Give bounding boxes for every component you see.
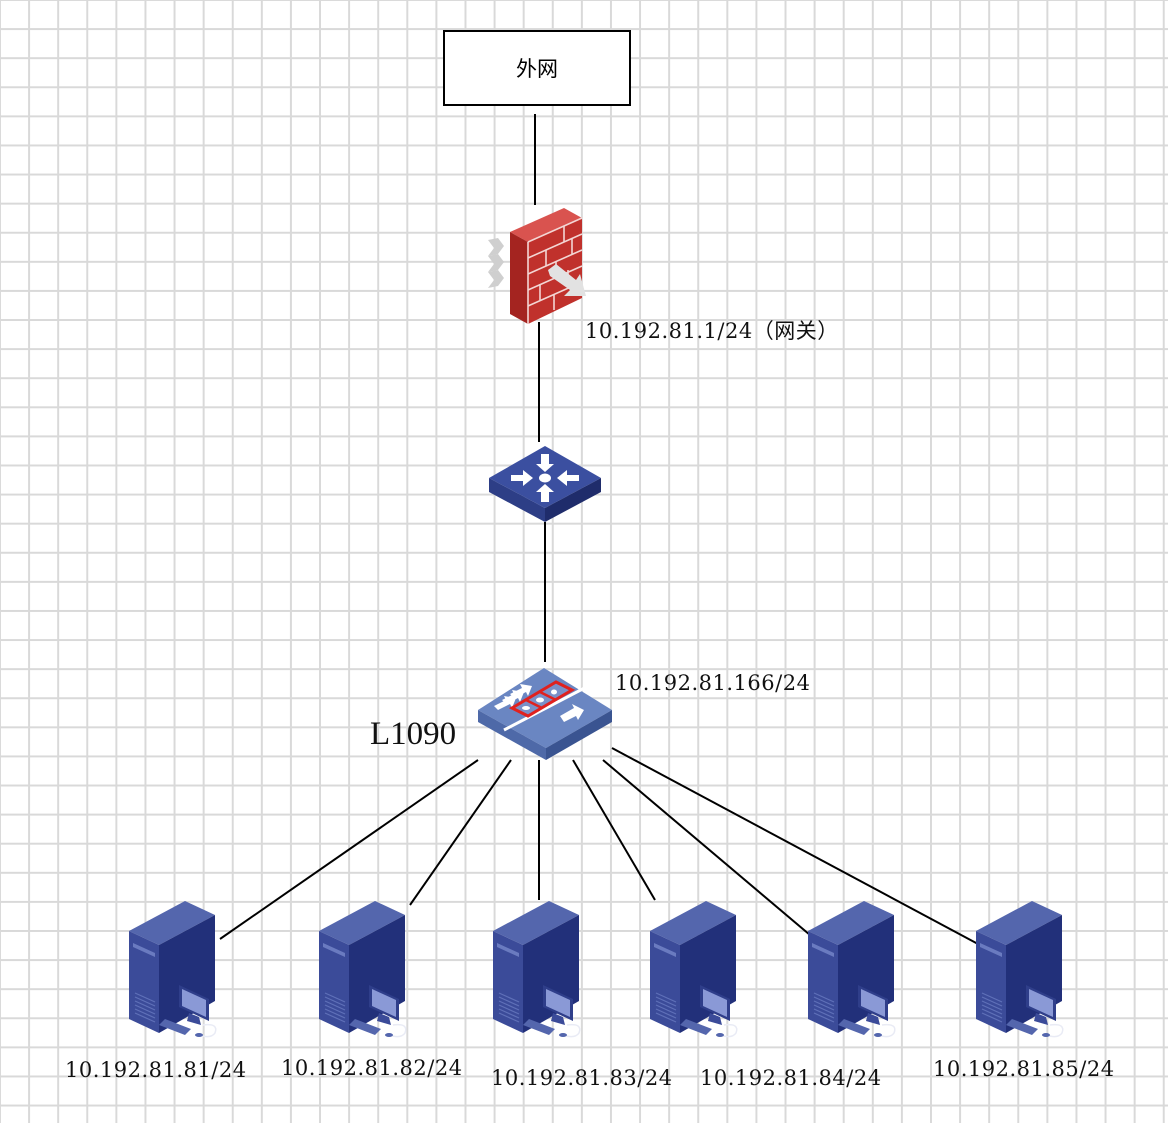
link-access-host-1 bbox=[219, 759, 479, 940]
workstation-icon[interactable] bbox=[648, 901, 748, 1045]
link-access-host-2 bbox=[409, 759, 512, 906]
host-ip-label: 10.192.81.83/24 bbox=[491, 1066, 673, 1090]
host-ip-label: 10.192.81.84/24 bbox=[700, 1066, 882, 1090]
workstation-graphic[interactable] bbox=[974, 901, 1074, 1041]
workstation-graphic[interactable] bbox=[127, 901, 227, 1041]
host-ip-label: 10.192.81.81/24 bbox=[65, 1058, 247, 1082]
workstation-graphic[interactable] bbox=[491, 901, 591, 1041]
layer3-switch-icon[interactable] bbox=[487, 442, 603, 526]
workstation-icon[interactable] bbox=[317, 901, 417, 1045]
workstation-icon[interactable] bbox=[491, 901, 591, 1045]
link-access-host-5 bbox=[602, 759, 811, 936]
workstation-graphic[interactable] bbox=[317, 901, 417, 1041]
wan-label: 外网 bbox=[516, 57, 558, 81]
workstation-graphic[interactable] bbox=[648, 901, 748, 1041]
security-switch-icon[interactable] bbox=[476, 664, 614, 762]
firewall-ip-label: 10.192.81.1/24（网关） bbox=[585, 319, 839, 343]
workstation-icon[interactable] bbox=[974, 901, 1074, 1045]
access-device-ip-label: 10.192.81.166/24 bbox=[615, 671, 811, 695]
link-access-host-4 bbox=[572, 759, 656, 901]
workstation-graphic[interactable] bbox=[806, 901, 906, 1041]
host-ip-label: 10.192.81.85/24 bbox=[933, 1057, 1115, 1081]
workstation-icon[interactable] bbox=[806, 901, 906, 1045]
access-device-name: L1090 bbox=[370, 716, 457, 752]
host-ip-label: 10.192.81.82/24 bbox=[281, 1056, 463, 1080]
firewall-icon[interactable] bbox=[484, 204, 588, 326]
link-access-host-6 bbox=[611, 747, 979, 945]
workstation-icon[interactable] bbox=[127, 901, 227, 1045]
wan-node[interactable]: 外网 bbox=[443, 30, 631, 106]
